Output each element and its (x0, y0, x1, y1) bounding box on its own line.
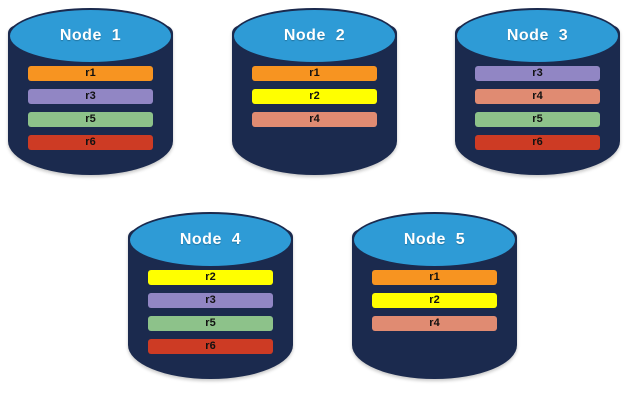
data-item-list: r1 r2 r4 (352, 270, 517, 339)
data-item-r2[interactable]: r2 (372, 293, 497, 308)
data-item-r6[interactable]: r6 (148, 339, 273, 354)
database-node-2[interactable]: Node 2 r1 r2 r4 (232, 8, 397, 183)
data-item-r3[interactable]: r3 (28, 89, 153, 104)
cylinder-top-ellipse (352, 212, 517, 268)
cylinder-top-ellipse (455, 8, 620, 64)
database-node-3[interactable]: Node 3 r3 r4 r5 r6 (455, 8, 620, 183)
data-item-r1[interactable]: r1 (252, 66, 377, 81)
node-label: Node 2 (283, 27, 346, 44)
database-node-4[interactable]: Node 4 r2 r3 r5 r6 (128, 212, 293, 387)
node-label: Node 4 (179, 231, 242, 248)
data-item-list: r1 r3 r5 r6 (8, 66, 173, 158)
data-item-r5[interactable]: r5 (28, 112, 153, 127)
database-node-5[interactable]: Node 5 r1 r2 r4 (352, 212, 517, 387)
data-item-r3[interactable]: r3 (148, 293, 273, 308)
data-item-r1[interactable]: r1 (28, 66, 153, 81)
node-label: Node 5 (403, 231, 466, 248)
data-item-list: r3 r4 r5 r6 (455, 66, 620, 158)
cylinder-top-ellipse (8, 8, 173, 64)
data-item-r6[interactable]: r6 (475, 135, 600, 150)
cylinder-top-ellipse (232, 8, 397, 64)
data-item-r6[interactable]: r6 (28, 135, 153, 150)
data-item-r2[interactable]: r2 (252, 89, 377, 104)
data-item-r4[interactable]: r4 (252, 112, 377, 127)
node-label: Node 3 (506, 27, 569, 44)
cylinder-top-ellipse (128, 212, 293, 268)
data-item-list: r2 r3 r5 r6 (128, 270, 293, 362)
data-item-r5[interactable]: r5 (475, 112, 600, 127)
data-item-r4[interactable]: r4 (475, 89, 600, 104)
data-item-r5[interactable]: r5 (148, 316, 273, 331)
data-item-list: r1 r2 r4 (232, 66, 397, 135)
node-label: Node 1 (59, 27, 122, 44)
data-item-r3[interactable]: r3 (475, 66, 600, 81)
data-item-r1[interactable]: r1 (372, 270, 497, 285)
data-item-r4[interactable]: r4 (372, 316, 497, 331)
data-item-r2[interactable]: r2 (148, 270, 273, 285)
database-node-1[interactable]: Node 1 r1 r3 r5 r6 (8, 8, 173, 183)
